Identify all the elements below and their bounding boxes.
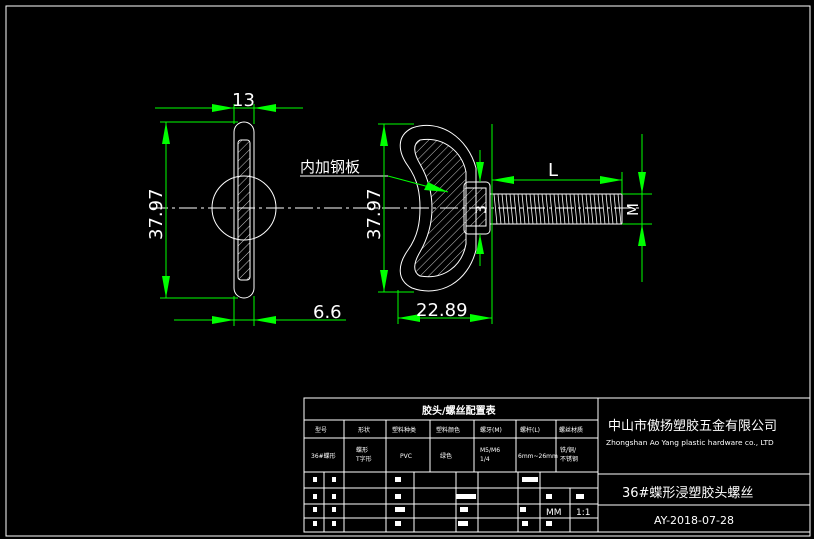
- dimension-height-mid-label: 37.97: [364, 188, 385, 240]
- company-name-en: Zhongshan Ao Yang plastic hardware co., …: [606, 438, 774, 447]
- config-header-material: 螺丝材质: [559, 426, 583, 434]
- title-block: 胶头/螺丝配置表 型号 形状 塑料种类 塑料颜色 螺牙(M) 螺杆(L) 螺丝材…: [303, 397, 811, 533]
- drawing-border: [5, 5, 811, 537]
- dimension-length: L: [492, 160, 623, 194]
- config-table-title: 胶头/螺丝配置表: [422, 404, 497, 417]
- dimension-width-top-label: 13: [232, 90, 255, 111]
- config-cell-rod: 6mm~26mm: [518, 453, 558, 460]
- dimension-height-left: 37.97: [146, 121, 238, 299]
- front-view-wing: [233, 121, 255, 299]
- config-header-model: 型号: [315, 426, 327, 434]
- dimension-offset-bottom: 6.6: [174, 296, 346, 326]
- side-view-nut: [465, 187, 487, 227]
- dimension-thread-label: M: [624, 203, 642, 216]
- signature-grid: [304, 472, 598, 532]
- dimension-thread: M: [622, 134, 652, 282]
- dimension-width-top: 13: [155, 90, 303, 124]
- config-cell-color: 绿色: [440, 452, 452, 460]
- side-view-wing-outline: [399, 124, 477, 292]
- side-view-bolt-shank: [489, 193, 623, 225]
- config-cell-plastic: PVC: [400, 453, 412, 460]
- drawing-date: AY-2018-07-28: [654, 514, 734, 527]
- scale-label: 1:1: [576, 508, 590, 518]
- front-view-hub: [211, 175, 277, 241]
- dimension-height-mid: 37.97: [364, 123, 414, 293]
- config-header-plastic: 塑料种类: [392, 426, 416, 434]
- config-table-headers: 型号 形状 塑料种类 塑料颜色 螺牙(M) 螺杆(L) 螺丝材质: [315, 426, 583, 434]
- company-name-cn: 中山市傲扬塑胶五金有限公司: [608, 418, 777, 434]
- side-view: [399, 124, 623, 292]
- dimension-length-label: L: [548, 160, 558, 181]
- config-header-thread: 螺牙(M): [480, 426, 502, 434]
- dimension-width-bottom: 22.89 3: [397, 124, 493, 324]
- part-name: 36#蝶形浸塑胶头螺丝: [622, 485, 753, 501]
- title-block-frame: [303, 397, 811, 533]
- config-cell-material: 铁/铜/不锈钢: [560, 446, 578, 463]
- front-view-steel-insert: [237, 139, 251, 281]
- front-view: [150, 121, 640, 299]
- unit-label: MM: [546, 508, 562, 518]
- side-view-thread: [493, 193, 622, 225]
- dimension-collar-label: 3: [474, 205, 490, 214]
- dimension-width-bottom-label: 22.89: [416, 300, 468, 321]
- side-view-steel-insert: [414, 138, 467, 278]
- config-header-color: 塑料颜色: [436, 426, 460, 434]
- callout-steel-plate-label: 内加钢板: [300, 158, 360, 176]
- config-cell-model: 36#蝶形: [311, 452, 336, 460]
- callout-steel-plate: 内加钢板: [300, 158, 449, 193]
- dimension-offset-bottom-label: 6.6: [313, 302, 342, 323]
- config-header-shape: 形状: [358, 426, 370, 434]
- dimension-height-left-label: 37.97: [146, 188, 167, 240]
- config-header-rod: 螺杆(L): [520, 426, 540, 434]
